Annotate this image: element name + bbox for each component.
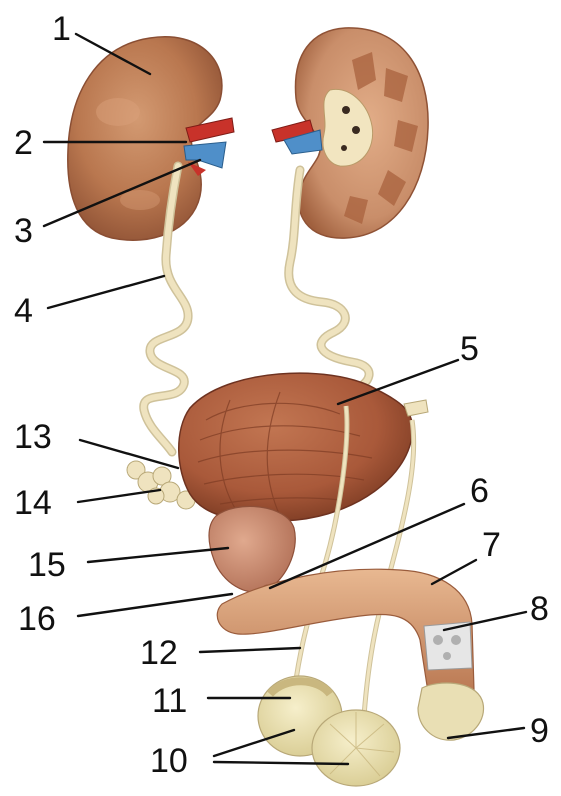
leader-4 (48, 276, 164, 308)
label-13: 13 (14, 418, 52, 456)
label-15: 15 (28, 546, 66, 584)
leader-15 (88, 548, 228, 562)
label-7: 7 (482, 526, 501, 564)
label-16: 16 (18, 600, 56, 638)
label-8: 8 (530, 590, 549, 628)
leader-7 (432, 560, 476, 584)
urinary-bladder (179, 373, 428, 521)
label-4: 4 (14, 292, 33, 330)
testes (258, 676, 400, 786)
leader-16 (78, 594, 232, 616)
label-6: 6 (470, 472, 489, 510)
leader-12 (200, 648, 300, 652)
label-10: 10 (150, 742, 188, 780)
label-3: 3 (14, 212, 33, 250)
label-12: 12 (140, 634, 178, 672)
label-2: 2 (14, 124, 33, 162)
label-9: 9 (530, 712, 549, 750)
label-11: 11 (152, 682, 187, 720)
label-1: 1 (52, 10, 71, 48)
label-5: 5 (460, 330, 479, 368)
label-14: 14 (14, 484, 52, 522)
